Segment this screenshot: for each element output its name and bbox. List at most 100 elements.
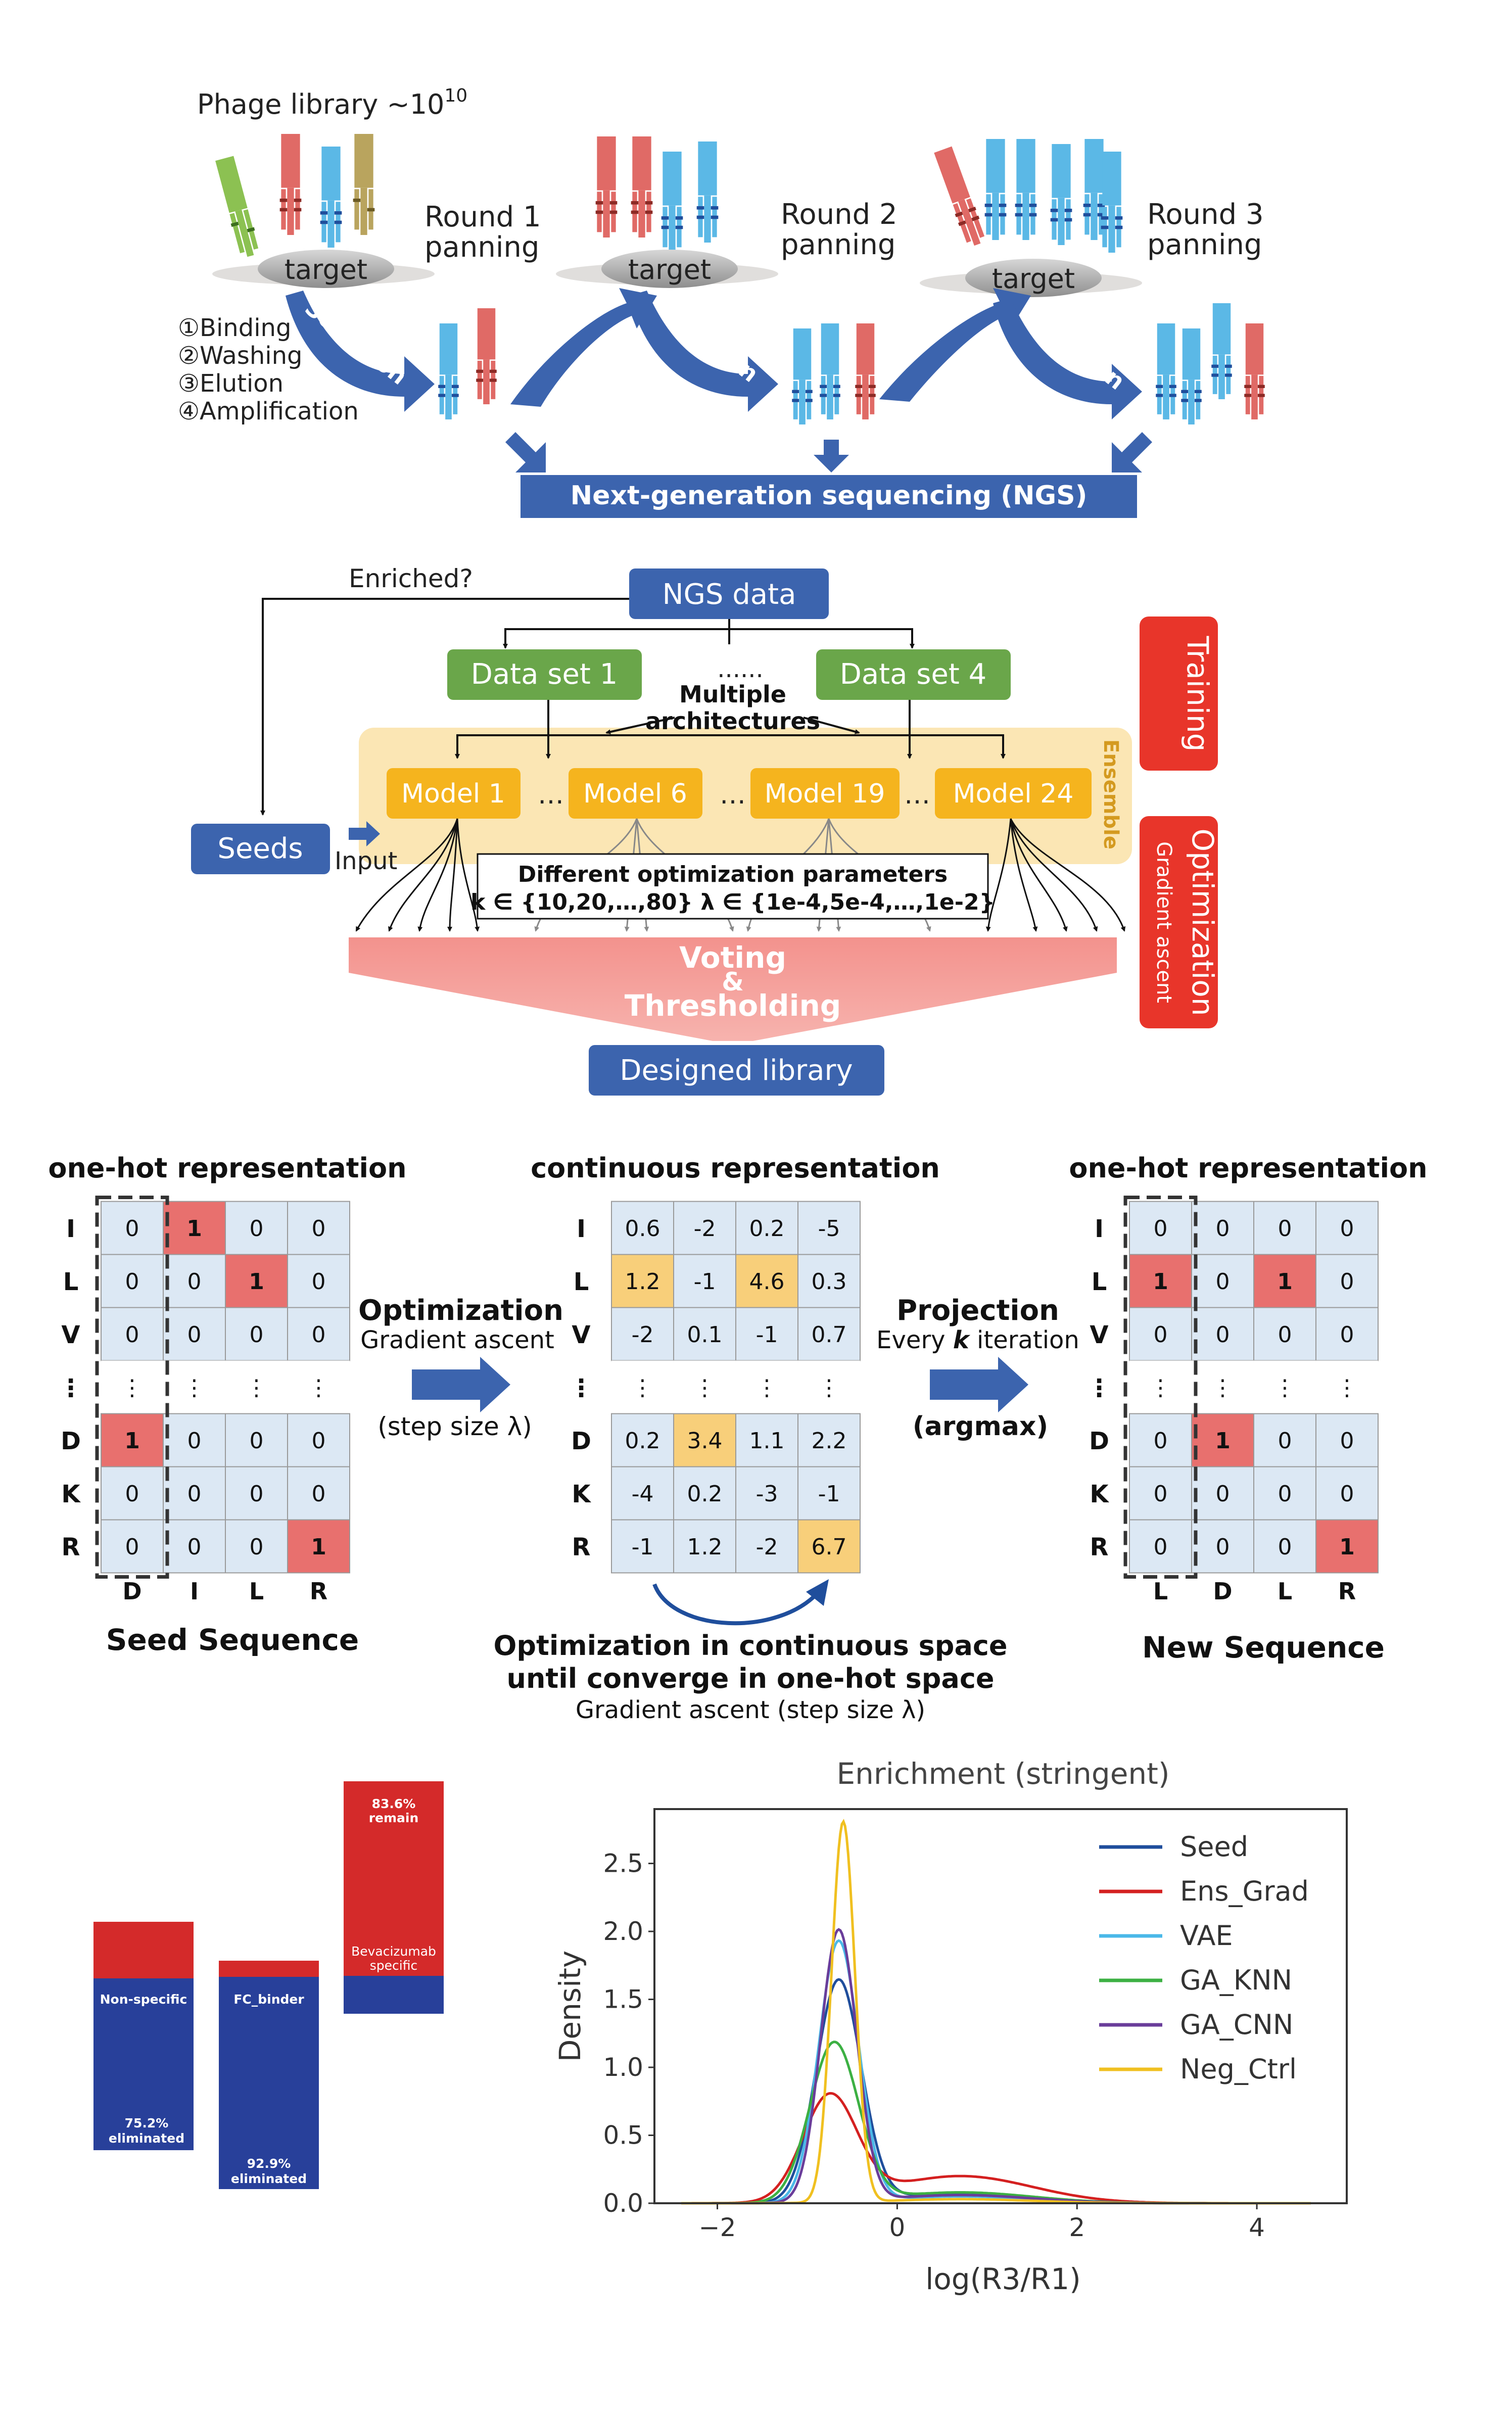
phage-library-exponent: 10 [444,85,467,106]
x-tick-label: 4 [1249,2213,1265,2242]
right-row-label: R [1090,1533,1109,1561]
right-cell-value: 0 [1216,1481,1230,1507]
right-cell-value: 1 [1153,1269,1168,1295]
panel-a-phage-panning: Phage library ~1010 target target [178,85,1265,518]
right-col-label: R [1338,1578,1356,1605]
ensemble-background [359,728,1132,864]
mid-cell-value: 0.2 [625,1428,660,1454]
right-cell-value: ⋮ [1336,1375,1358,1401]
phage-library-label: Phage library ~1010 [197,85,467,120]
input-label: Input [335,847,397,875]
left-cell-value: 0 [250,1534,264,1560]
left-col-label: D [122,1578,141,1605]
left-cell-value: 1 [311,1534,326,1560]
ngs-data-text: NGS data [663,578,796,611]
voting-funnel [349,937,1117,1041]
bar-fcbinder-eliminated: eliminated [231,2171,307,2186]
mid-cell [611,1413,674,1467]
every-k-iteration-label: Every k iteration [876,1326,1079,1354]
seeds-box [191,824,330,874]
panel-c-representations: one-hot representation continuous repres… [48,1152,1427,1724]
right-cell-value: 0 [1278,1481,1292,1507]
bar-nonspecific-eliminated: eliminated [109,2131,184,2146]
mid-cell-value: 0.2 [749,1216,785,1242]
density-chart: Enrichment (stringent) log(R3/R1) Densit… [553,1757,1348,2296]
mid-cell [611,1201,674,1255]
seed-sequence-caption: Seed Sequence [106,1623,359,1657]
mid-cell-value: 1.1 [749,1428,785,1454]
optimization-params-line1: Different optimization parameters [518,862,948,887]
mid-cell [673,1254,736,1308]
right-cell [1315,1466,1379,1521]
legend-label-vae: VAE [1180,1920,1233,1952]
right-cell [1254,1360,1316,1414]
right-cell-value: 0 [1216,1322,1230,1348]
y-tick-label: 2.0 [603,1917,643,1946]
right-cell-value: 0 [1340,1216,1354,1242]
bar-bevacizumab-label-2: specific [370,1958,417,1973]
mid-cell-value: 4.6 [749,1269,785,1295]
right-cell [1253,1307,1316,1361]
mid-cell [735,1466,798,1521]
round-1-panning: panning [424,231,539,264]
left-cell [163,1360,225,1414]
round-3-panning: panning [1147,228,1262,261]
mid-cell [673,1201,736,1255]
left-cell [101,1360,163,1414]
left-cell-value: 0 [250,1322,264,1348]
chart-y-label: Density [553,1951,587,2062]
left-cell [287,1413,350,1467]
right-row-label: K [1090,1480,1109,1508]
model-1-text: Model 1 [401,779,505,809]
phage-group-round3-eluted [1156,303,1265,424]
left-cell [287,1254,350,1308]
iteration-curve-arrowhead [806,1579,829,1606]
mid-cell [736,1360,798,1414]
mid-cell-value: ⋮ [818,1375,840,1401]
left-row-label: I [66,1215,75,1243]
mid-cell [611,1360,674,1414]
right-cell-value: 0 [1216,1534,1230,1560]
designed-library-box [589,1045,884,1096]
left-cell-value: 0 [187,1534,202,1560]
left-cell-value: 0 [250,1481,264,1507]
mid-cell-value: -4 [632,1481,654,1507]
mid-cell [673,1307,736,1361]
mid-cell [673,1413,736,1467]
gradient-ascent-tag-text: Gradient ascent [1152,841,1175,1003]
chart-x-label: log(R3/R1) [925,2262,1081,2296]
optimization-arrow [412,1357,510,1412]
model-ellipsis-3: … [904,780,930,810]
left-cell-value: 0 [125,1322,139,1348]
mid-row-label: V [572,1321,590,1349]
ngs-data-box [629,568,829,619]
every-k-part2: iteration [977,1326,1079,1354]
step-washing: ②Washing [178,342,303,370]
model-24-text: Model 24 [953,779,1074,809]
left-cell-value: 0 [250,1428,264,1454]
bar-nonspecific-blue [93,1978,194,2150]
bottom-text-line1: Optimization in continuous space [493,1630,1007,1662]
mid-cell-value: 3.4 [687,1428,723,1454]
left-cell [225,1519,288,1574]
right-cell [1129,1466,1192,1521]
right-col-label: D [1213,1578,1232,1605]
voting-label: Voting [679,940,786,975]
mid-cell-value: 6.7 [812,1534,847,1560]
right-cell [1129,1307,1192,1361]
every-k-part1: Every [876,1326,945,1354]
left-cell-value: 1 [124,1428,140,1454]
dataset-4-text: Data set 4 [840,658,987,691]
left-cell-value: 0 [187,1481,202,1507]
multiple-architectures-line1: Multiple [679,681,786,708]
mid-cell [797,1466,861,1521]
panel-b-ml-pipeline: Ensemble NGS data Enriched? Data set 1 .… [191,564,1220,1096]
argmax-label: (argmax) [913,1411,1048,1442]
left-row-label: L [63,1268,79,1296]
y-tick-label: 1.0 [603,2053,643,2082]
left-cell [287,1307,350,1361]
dataset-4-box [816,649,1011,700]
right-cell [1253,1413,1316,1467]
